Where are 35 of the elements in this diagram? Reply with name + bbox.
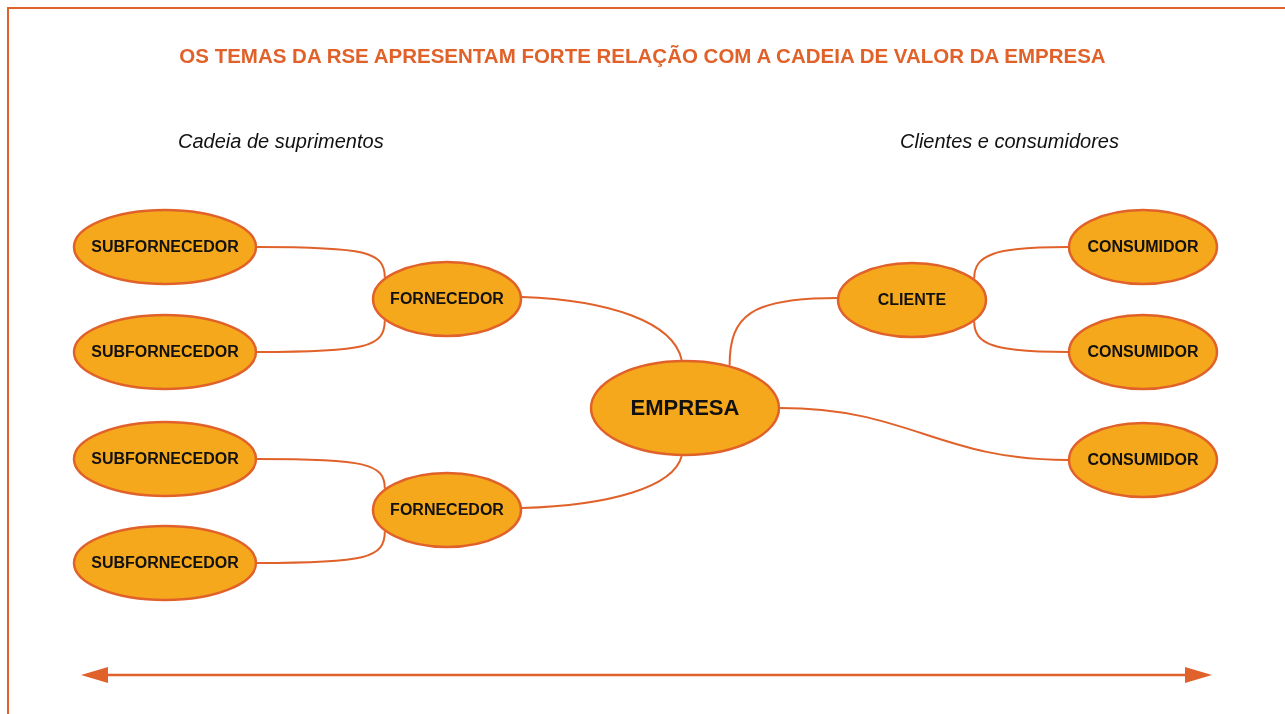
node-label: SUBFORNECEDOR bbox=[91, 554, 239, 572]
node-label: SUBFORNECEDOR bbox=[91, 450, 239, 468]
ellipse-node bbox=[73, 421, 257, 497]
ellipse-node bbox=[837, 262, 987, 338]
ellipse-node bbox=[1068, 209, 1218, 285]
connector-line bbox=[520, 454, 683, 509]
ellipse-node bbox=[73, 525, 257, 601]
connector-line bbox=[256, 530, 386, 564]
ellipse-node bbox=[590, 360, 780, 456]
connector-line bbox=[256, 246, 386, 279]
node-label: EMPRESA bbox=[630, 395, 740, 421]
connector-line bbox=[520, 296, 683, 362]
ellipse-node bbox=[372, 261, 522, 337]
ellipse-node bbox=[372, 472, 522, 548]
ellipse-node bbox=[73, 209, 257, 285]
node-label: SUBFORNECEDOR bbox=[91, 238, 239, 256]
connector-line bbox=[256, 319, 386, 353]
connector-line bbox=[728, 297, 839, 367]
node-label: CONSUMIDOR bbox=[1087, 451, 1199, 469]
ellipse-node bbox=[1068, 314, 1218, 390]
node-label: FORNECEDOR bbox=[390, 290, 504, 308]
section-label: Clientes e consumidores bbox=[900, 130, 1119, 153]
node-label: CLIENTE bbox=[877, 291, 947, 309]
connector-line bbox=[779, 407, 1069, 461]
ellipse-node bbox=[1068, 422, 1218, 498]
ellipse-node bbox=[73, 314, 257, 390]
connector-line bbox=[973, 246, 1069, 280]
node-label: CONSUMIDOR bbox=[1087, 343, 1199, 361]
connector-line bbox=[256, 458, 386, 490]
node-label: SUBFORNECEDOR bbox=[91, 343, 239, 361]
node-label: CONSUMIDOR bbox=[1087, 238, 1199, 256]
node-label: FORNECEDOR bbox=[390, 501, 504, 519]
title: OS TEMAS DA RSE APRESENTAM FORTE RELAÇÃO COM A CADEIA DE VALOR DA EMPRESA bbox=[179, 44, 1106, 67]
section-label: Cadeia de suprimentos bbox=[178, 130, 384, 153]
connector-line bbox=[973, 320, 1069, 353]
